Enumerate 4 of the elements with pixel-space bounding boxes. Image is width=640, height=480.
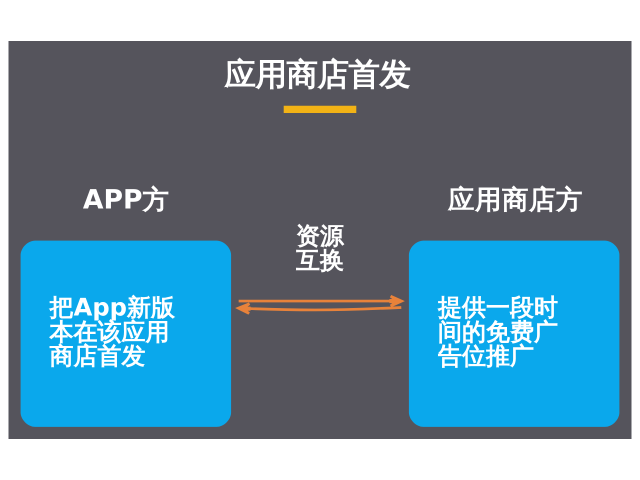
diagram-title: 应用商店首发 xyxy=(224,56,410,93)
node-label: APP方 xyxy=(82,184,170,216)
node-label: 应用商店方 xyxy=(448,184,584,216)
edge-label: 资源互换 xyxy=(296,222,344,274)
